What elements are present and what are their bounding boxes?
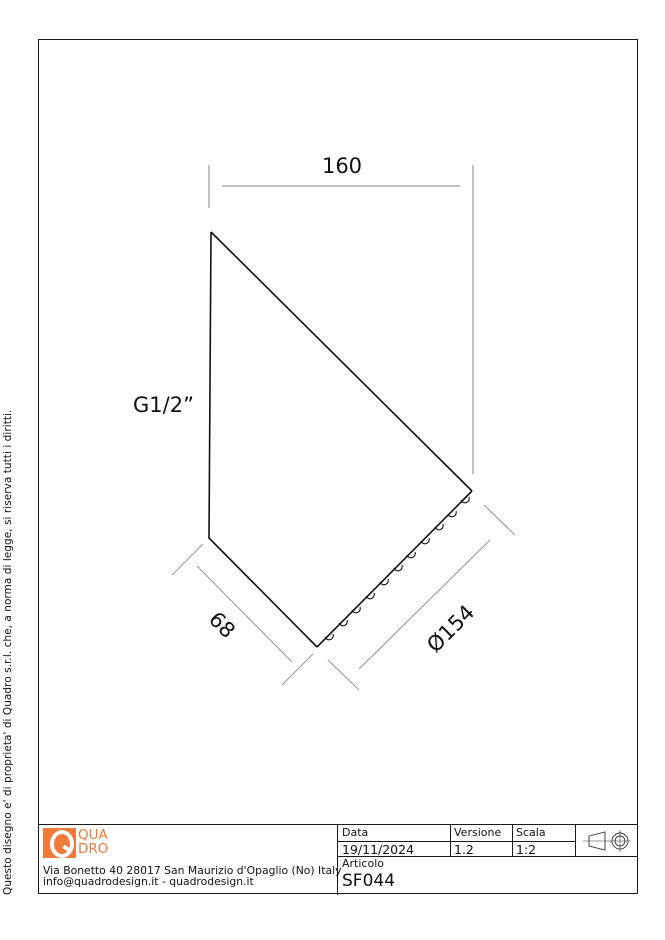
drawing-frame	[38, 39, 638, 894]
scale-value: 1:2	[516, 842, 537, 857]
logo-text: QUA DRO	[78, 828, 108, 856]
shape-hypotenuse	[210, 231, 473, 492]
dimension-154: Ø154	[422, 600, 479, 657]
logo-line2: DRO	[78, 841, 109, 857]
version-label: Versione	[454, 826, 502, 839]
article-label: Articolo	[342, 857, 384, 870]
dimension-line-68	[196, 565, 293, 663]
extension-line-154-top	[483, 504, 516, 536]
scale-label: Scala	[516, 826, 546, 839]
extension-line-68-top	[171, 543, 204, 576]
company-address: Via Bonetto 40 28017 San Maurizio d'Opag…	[43, 864, 342, 888]
contact-line: info@quadrodesign.it - quadrodesign.it	[43, 874, 254, 888]
extension-line-154-bottom	[327, 659, 360, 691]
logo-line1: QUA	[78, 827, 108, 843]
shape-left-edges	[208, 231, 318, 648]
company-info: QUA DRO Via Bonetto 40 28017 San Maurizi…	[38, 825, 342, 895]
address-line: Via Bonetto 40 28017 San Maurizio d'Opag…	[43, 864, 342, 877]
version-value: 1.2	[454, 842, 474, 857]
dimension-68: 68	[204, 607, 240, 643]
article-code: SF044	[342, 871, 396, 891]
date-value: 19/11/2024	[342, 842, 415, 857]
dimension-line-154	[358, 539, 491, 670]
quadro-logo-icon	[43, 828, 76, 858]
title-block: QUA DRO Via Bonetto 40 28017 San Maurizi…	[38, 824, 638, 895]
dimension-160: 160	[322, 154, 362, 178]
date-label: Data	[342, 826, 369, 839]
extension-line-68-bottom	[281, 653, 314, 686]
thread-label: G1/2”	[133, 393, 194, 417]
thread-marks	[324, 496, 470, 641]
projection-symbol-icon	[583, 830, 631, 852]
